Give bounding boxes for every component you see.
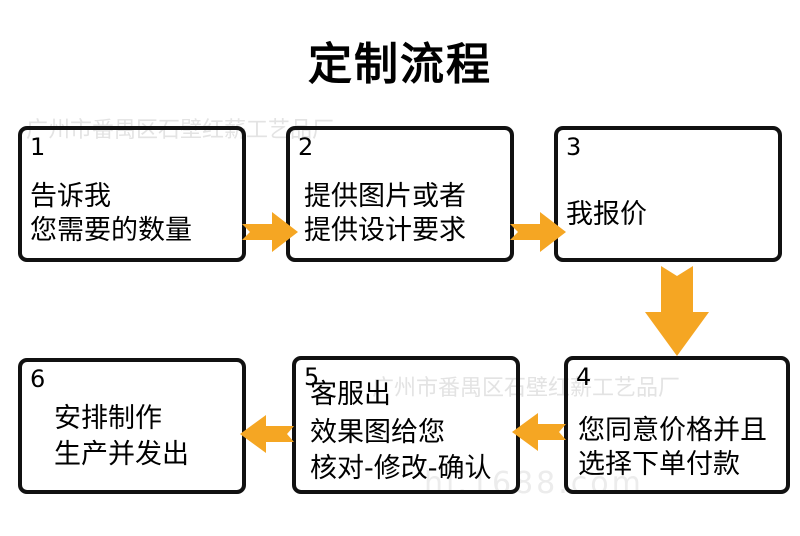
page-title: 定制流程 [308, 39, 492, 90]
arrow-left-icon [240, 415, 294, 453]
step-text: 核对-修改-确认 [310, 453, 492, 484]
step-text: 提供图片或者 [304, 181, 466, 212]
step-box-4: 4 您同意价格并且 选择下单付款 [564, 356, 790, 494]
step-text: 生产并发出 [54, 439, 189, 470]
step-number: 1 [30, 133, 46, 161]
step-number: 6 [30, 365, 46, 393]
arrow-right-icon [510, 212, 566, 252]
step-text: 告诉我 [30, 181, 111, 212]
step-number: 2 [298, 133, 314, 161]
step-text: 您同意价格并且 [578, 415, 767, 446]
step-box-1: 1 告诉我 您需要的数量 [18, 126, 246, 262]
step-text: 客服出 [310, 379, 391, 410]
step-text: 选择下单付款 [578, 449, 740, 480]
step-text: 安排制作 [54, 403, 162, 434]
step-number: 5 [304, 363, 320, 391]
arrow-down-icon [645, 266, 709, 356]
step-text: 您需要的数量 [30, 215, 192, 246]
arrow-right-icon [242, 212, 298, 252]
step-text: 效果图给您 [310, 417, 445, 448]
step-box-3: 3 我报价 [554, 126, 782, 262]
step-box-2: 2 提供图片或者 提供设计要求 [286, 126, 514, 262]
step-number: 4 [576, 363, 592, 391]
step-box-5: 5 客服出 效果图给您 核对-修改-确认 [292, 356, 520, 494]
arrow-left-icon [512, 413, 566, 451]
step-text: 我报价 [566, 199, 647, 230]
step-number: 3 [566, 133, 582, 161]
step-box-6: 6 安排制作 生产并发出 [18, 358, 246, 494]
step-text: 提供设计要求 [304, 215, 466, 246]
